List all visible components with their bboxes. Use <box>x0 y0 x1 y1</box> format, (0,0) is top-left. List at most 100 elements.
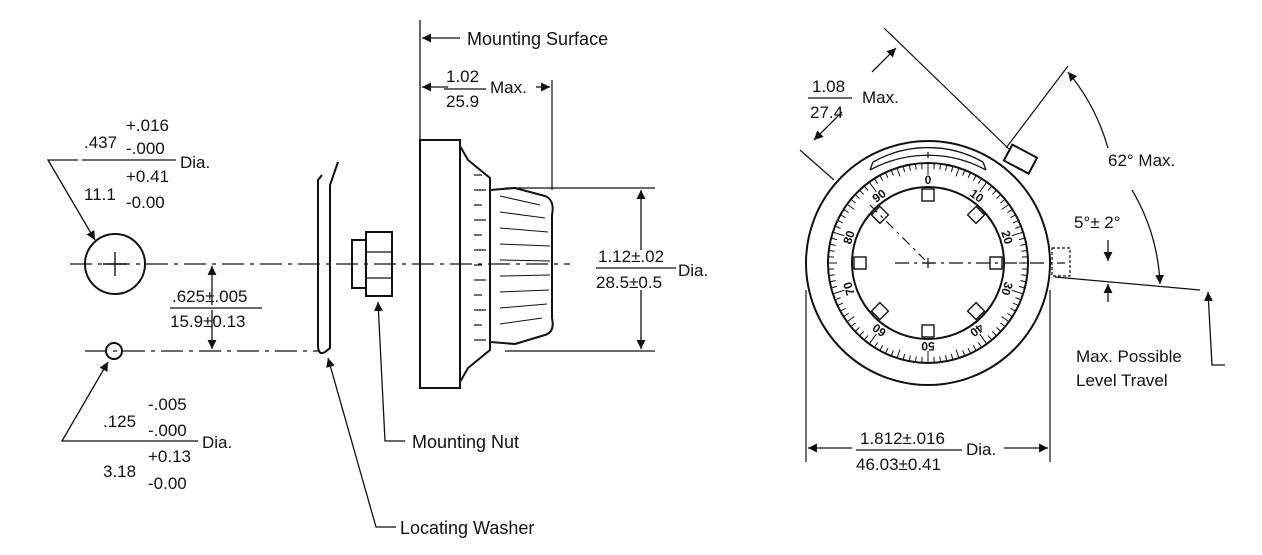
dial-tick <box>843 312 849 318</box>
dial-plate <box>419 139 461 389</box>
dial-tick <box>859 189 865 195</box>
dial-tick <box>884 347 889 354</box>
dial-tick <box>850 198 856 204</box>
depth-suffix: Max. <box>490 78 527 97</box>
locating-washer <box>317 161 339 355</box>
right-view-text: 1.08 27.4 Max. 62° Max. 5°± 2° Max. Poss… <box>810 77 1182 474</box>
large-hole-leader <box>46 159 96 241</box>
dial-tick <box>977 178 983 184</box>
dial-tick <box>837 219 844 224</box>
dial-tick <box>908 164 911 171</box>
nut-flange <box>351 239 367 289</box>
dial-tick <box>1020 280 1027 283</box>
level-indicator <box>1051 247 1071 277</box>
dial-tick <box>843 208 849 214</box>
dial-tick <box>850 322 856 328</box>
dial-tick <box>967 347 972 354</box>
dial-tick <box>1007 312 1013 318</box>
height-mm: 27.4 <box>810 103 843 122</box>
hole-small-mm-tol-plus: +0.13 <box>148 447 191 466</box>
dial-tick <box>829 280 836 283</box>
height-arrow-lower <box>813 111 843 141</box>
dial-tick <box>834 225 841 229</box>
hole-small-in-value: .125 <box>103 412 136 431</box>
dial-tick <box>914 163 917 170</box>
mounting-surface-label: Mounting Surface <box>467 29 608 49</box>
dial-tick <box>896 349 901 359</box>
dial-tick <box>939 163 942 170</box>
index-arc-end-r <box>982 161 987 171</box>
small-hole <box>105 342 123 360</box>
dial-tick <box>859 331 865 337</box>
dial-dia-mm: 46.03±0.41 <box>856 455 941 474</box>
dial-tick <box>939 356 942 363</box>
dial-tick <box>854 326 860 332</box>
front-centerline-diag <box>869 204 926 261</box>
dial-number: 50 <box>921 339 935 353</box>
hole-small-suffix: Dia. <box>202 433 232 452</box>
dial-dia-suffix: Dia. <box>966 440 996 459</box>
dial-tick <box>890 169 894 176</box>
dial-tick <box>863 185 869 191</box>
dial-tick <box>950 166 954 173</box>
dial-tab <box>870 301 890 321</box>
height-ext-upper <box>883 27 1011 151</box>
level-travel-label-2: Level Travel <box>1076 371 1168 390</box>
dial-tick <box>1015 225 1022 229</box>
spacing-in: .625±.005 <box>172 287 248 306</box>
left-side-view <box>46 20 676 528</box>
dial-tab <box>966 301 986 321</box>
dial-number: 60 <box>869 320 888 339</box>
angle-arc-lower <box>1131 189 1165 285</box>
hole-small-in-tol-minus: -.000 <box>148 421 187 440</box>
dial-tab <box>853 256 867 270</box>
dial-tab <box>921 324 935 338</box>
dial-tab <box>921 188 935 202</box>
angle-arc-upper <box>1067 71 1109 149</box>
height-arrow-upper <box>871 47 897 73</box>
dial-tick <box>828 274 835 277</box>
dial-number: 90 <box>870 186 889 205</box>
dial-tick <box>1018 285 1025 289</box>
dial-number: 70 <box>840 280 858 297</box>
dial-tick <box>831 237 838 241</box>
dial-number: 80 <box>840 229 858 246</box>
locating-washer-label: Locating Washer <box>400 518 534 538</box>
dial-tick <box>868 181 877 193</box>
dial-tick <box>840 307 846 312</box>
dial-tick <box>1011 289 1024 295</box>
mounting-nut-label: Mounting Nut <box>412 432 519 452</box>
hole-small-mm-tol-minus: -0.00 <box>148 474 187 493</box>
dial-tick <box>854 194 860 200</box>
mounting-nut-leader <box>373 301 405 442</box>
level-travel-leader <box>1203 291 1225 366</box>
locating-washer-leader <box>326 357 396 528</box>
hole-large-suffix: Dia. <box>180 153 210 172</box>
dial-tick <box>1001 203 1010 210</box>
small-hole-leader <box>60 361 109 442</box>
dial-tick <box>1018 237 1025 241</box>
dial-tick <box>1021 274 1028 277</box>
dial-tick <box>890 350 894 357</box>
dial-tick <box>873 178 879 184</box>
dial-tick <box>828 249 835 252</box>
knob-dia-in: 1.12±.02 <box>598 247 664 266</box>
dial-tick <box>955 167 960 177</box>
dial-tick <box>962 169 966 176</box>
dial-tick <box>1010 214 1016 219</box>
dial-tick <box>1012 219 1019 224</box>
spacing-mm: 15.9±0.13 <box>170 312 246 331</box>
dial-rim-ticks <box>474 174 486 341</box>
dial-tick <box>879 175 884 181</box>
dial-number: 20 <box>998 229 1016 246</box>
dial-tick <box>834 297 841 301</box>
dial-tick <box>967 172 972 179</box>
dial-tick <box>1001 316 1010 323</box>
dial-tick <box>991 189 997 195</box>
dial-dia-in: 1.812±.016 <box>860 429 945 448</box>
dial-tick <box>846 316 855 323</box>
dial-tick <box>896 167 901 177</box>
dial-tick <box>902 166 906 173</box>
dial-tick <box>829 243 836 246</box>
dial-tick <box>1020 243 1027 246</box>
